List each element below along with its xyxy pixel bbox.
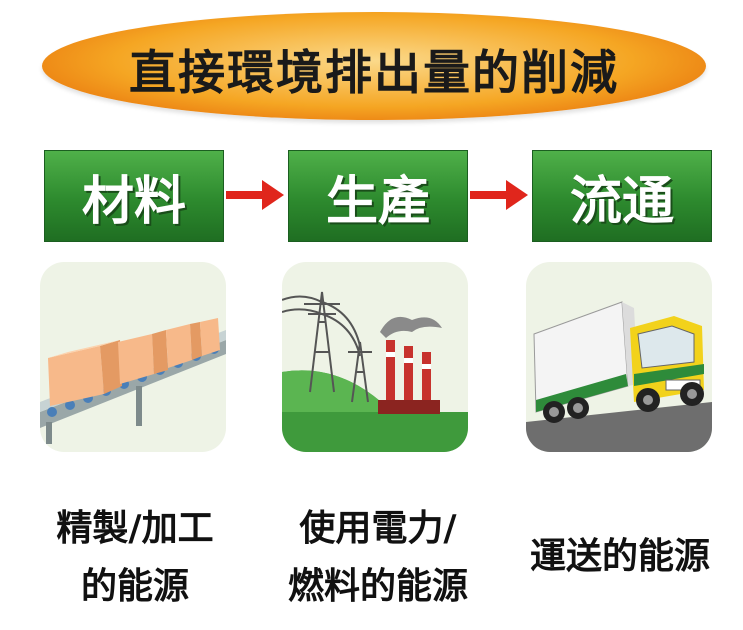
materials-illustration bbox=[40, 262, 226, 452]
power-plant-icon bbox=[282, 291, 468, 452]
arrow-right-icon bbox=[470, 180, 528, 210]
caption-line: 的能源 bbox=[80, 566, 189, 607]
stage-materials: 材料 bbox=[44, 150, 224, 242]
caption-line: 運送的能源 bbox=[529, 536, 710, 577]
arrow-right-icon bbox=[226, 180, 284, 210]
caption-line: 精製/加工 bbox=[56, 508, 214, 549]
distribution-caption: 運送的能源 bbox=[510, 528, 730, 586]
caption-line: 燃料的能源 bbox=[287, 566, 468, 607]
production-caption: 使用電力/ 燃料的能源 bbox=[268, 500, 488, 616]
distribution-illustration bbox=[526, 262, 712, 452]
stage-label: 流通 bbox=[569, 171, 674, 232]
materials-caption: 精製/加工 的能源 bbox=[30, 500, 240, 616]
caption-line: 使用電力/ bbox=[299, 508, 457, 549]
title-banner: 直接環境排出量的削減 bbox=[42, 12, 706, 120]
truck-icon bbox=[526, 301, 712, 452]
stage-production: 生產 bbox=[288, 150, 468, 242]
conveyor-boxes-icon bbox=[40, 318, 226, 444]
stage-label: 生產 bbox=[325, 171, 430, 232]
diagram-title: 直接環境排出量的削減 bbox=[129, 46, 619, 101]
production-illustration bbox=[282, 262, 468, 452]
stage-distribution: 流通 bbox=[532, 150, 712, 242]
stage-label: 材料 bbox=[81, 171, 186, 232]
